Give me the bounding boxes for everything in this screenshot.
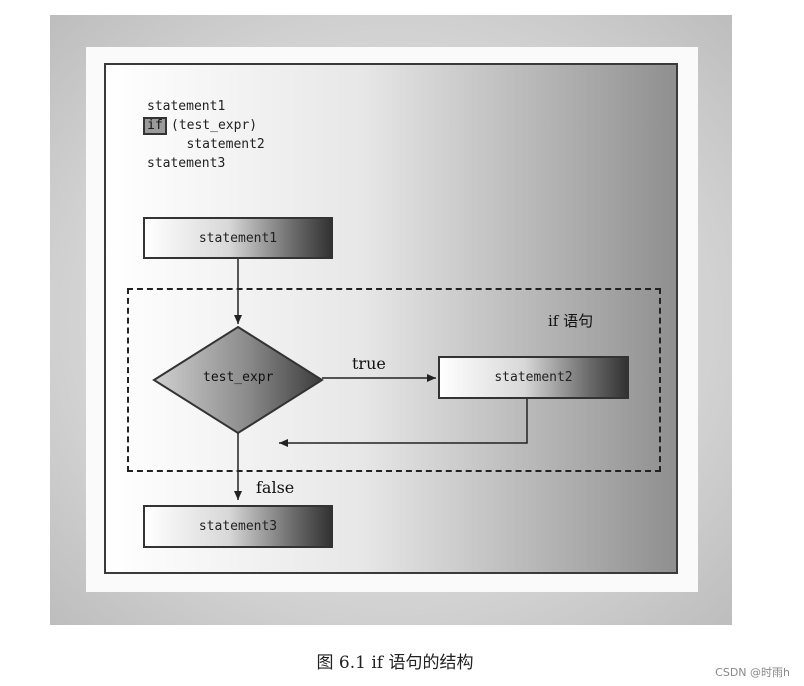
- statement1-box: statement1: [143, 217, 333, 259]
- arrow-stmt2-return: [279, 398, 528, 447]
- diagram-panel: [104, 63, 678, 574]
- code-line-statement1: statement1: [147, 99, 226, 114]
- code-condition: (test_expr): [171, 118, 258, 133]
- if-region-label: if 语句: [548, 312, 594, 330]
- statement2-box: statement2: [438, 356, 629, 399]
- decision-label: test_expr: [203, 370, 274, 385]
- code-line-statement2: statement2: [163, 137, 265, 152]
- if-statement-region: [127, 288, 661, 472]
- watermark: CSDN @时雨h: [715, 666, 790, 679]
- true-label: true: [352, 354, 386, 373]
- code-if-keyword: if: [143, 117, 167, 135]
- statement3-box: statement3: [143, 505, 333, 548]
- false-label: false: [256, 478, 295, 497]
- code-line-statement3: statement3: [147, 156, 226, 171]
- figure-caption: 图 6.1 if 语句的结构: [316, 653, 474, 673]
